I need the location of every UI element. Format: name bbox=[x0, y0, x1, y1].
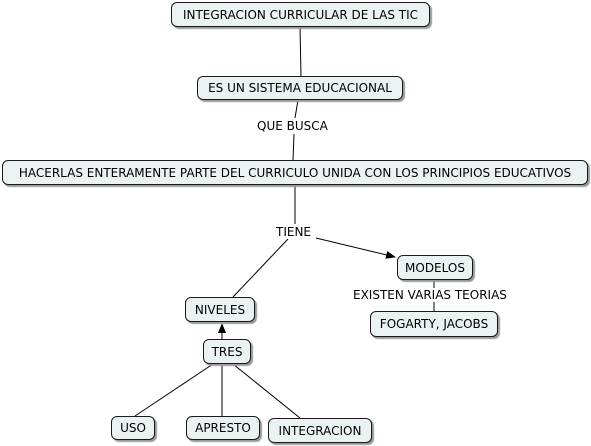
line-tres-integracion bbox=[232, 363, 301, 419]
node-fogarty-jacobs: FOGARTY, JACOBS bbox=[370, 311, 498, 337]
link-tiene: TIENE bbox=[274, 225, 314, 239]
node-sistema-educacional: ES UN SISTEMA EDUCACIONAL bbox=[197, 76, 403, 100]
node-uso: USO bbox=[111, 416, 155, 440]
line-tiene-niveles bbox=[232, 238, 289, 298]
node-hacerlas-parte-curriculo: HACERLAS ENTERAMENTE PARTE DEL CURRICULO… bbox=[2, 160, 588, 185]
node-tres: TRES bbox=[203, 339, 251, 364]
line-tres-uso bbox=[134, 363, 214, 417]
arrow-tiene-modelos bbox=[315, 237, 396, 259]
line-sistema-quebusca bbox=[294, 99, 299, 119]
node-modelos: MODELOS bbox=[397, 255, 473, 280]
node-niveles: NIVELES bbox=[185, 297, 255, 322]
node-integracion-curricular: INTEGRACION CURRICULAR DE LAS TIC bbox=[171, 2, 430, 27]
line-quebusca-hacerlas bbox=[292, 133, 295, 161]
line-root-sistema bbox=[299, 26, 302, 77]
node-apresto: APRESTO bbox=[186, 416, 260, 440]
link-existen-varias-teorias: EXISTEN VARIAS TEORIAS bbox=[351, 288, 509, 302]
node-integracion: INTEGRACION bbox=[268, 418, 372, 443]
link-que-busca: QUE BUSCA bbox=[255, 119, 330, 133]
